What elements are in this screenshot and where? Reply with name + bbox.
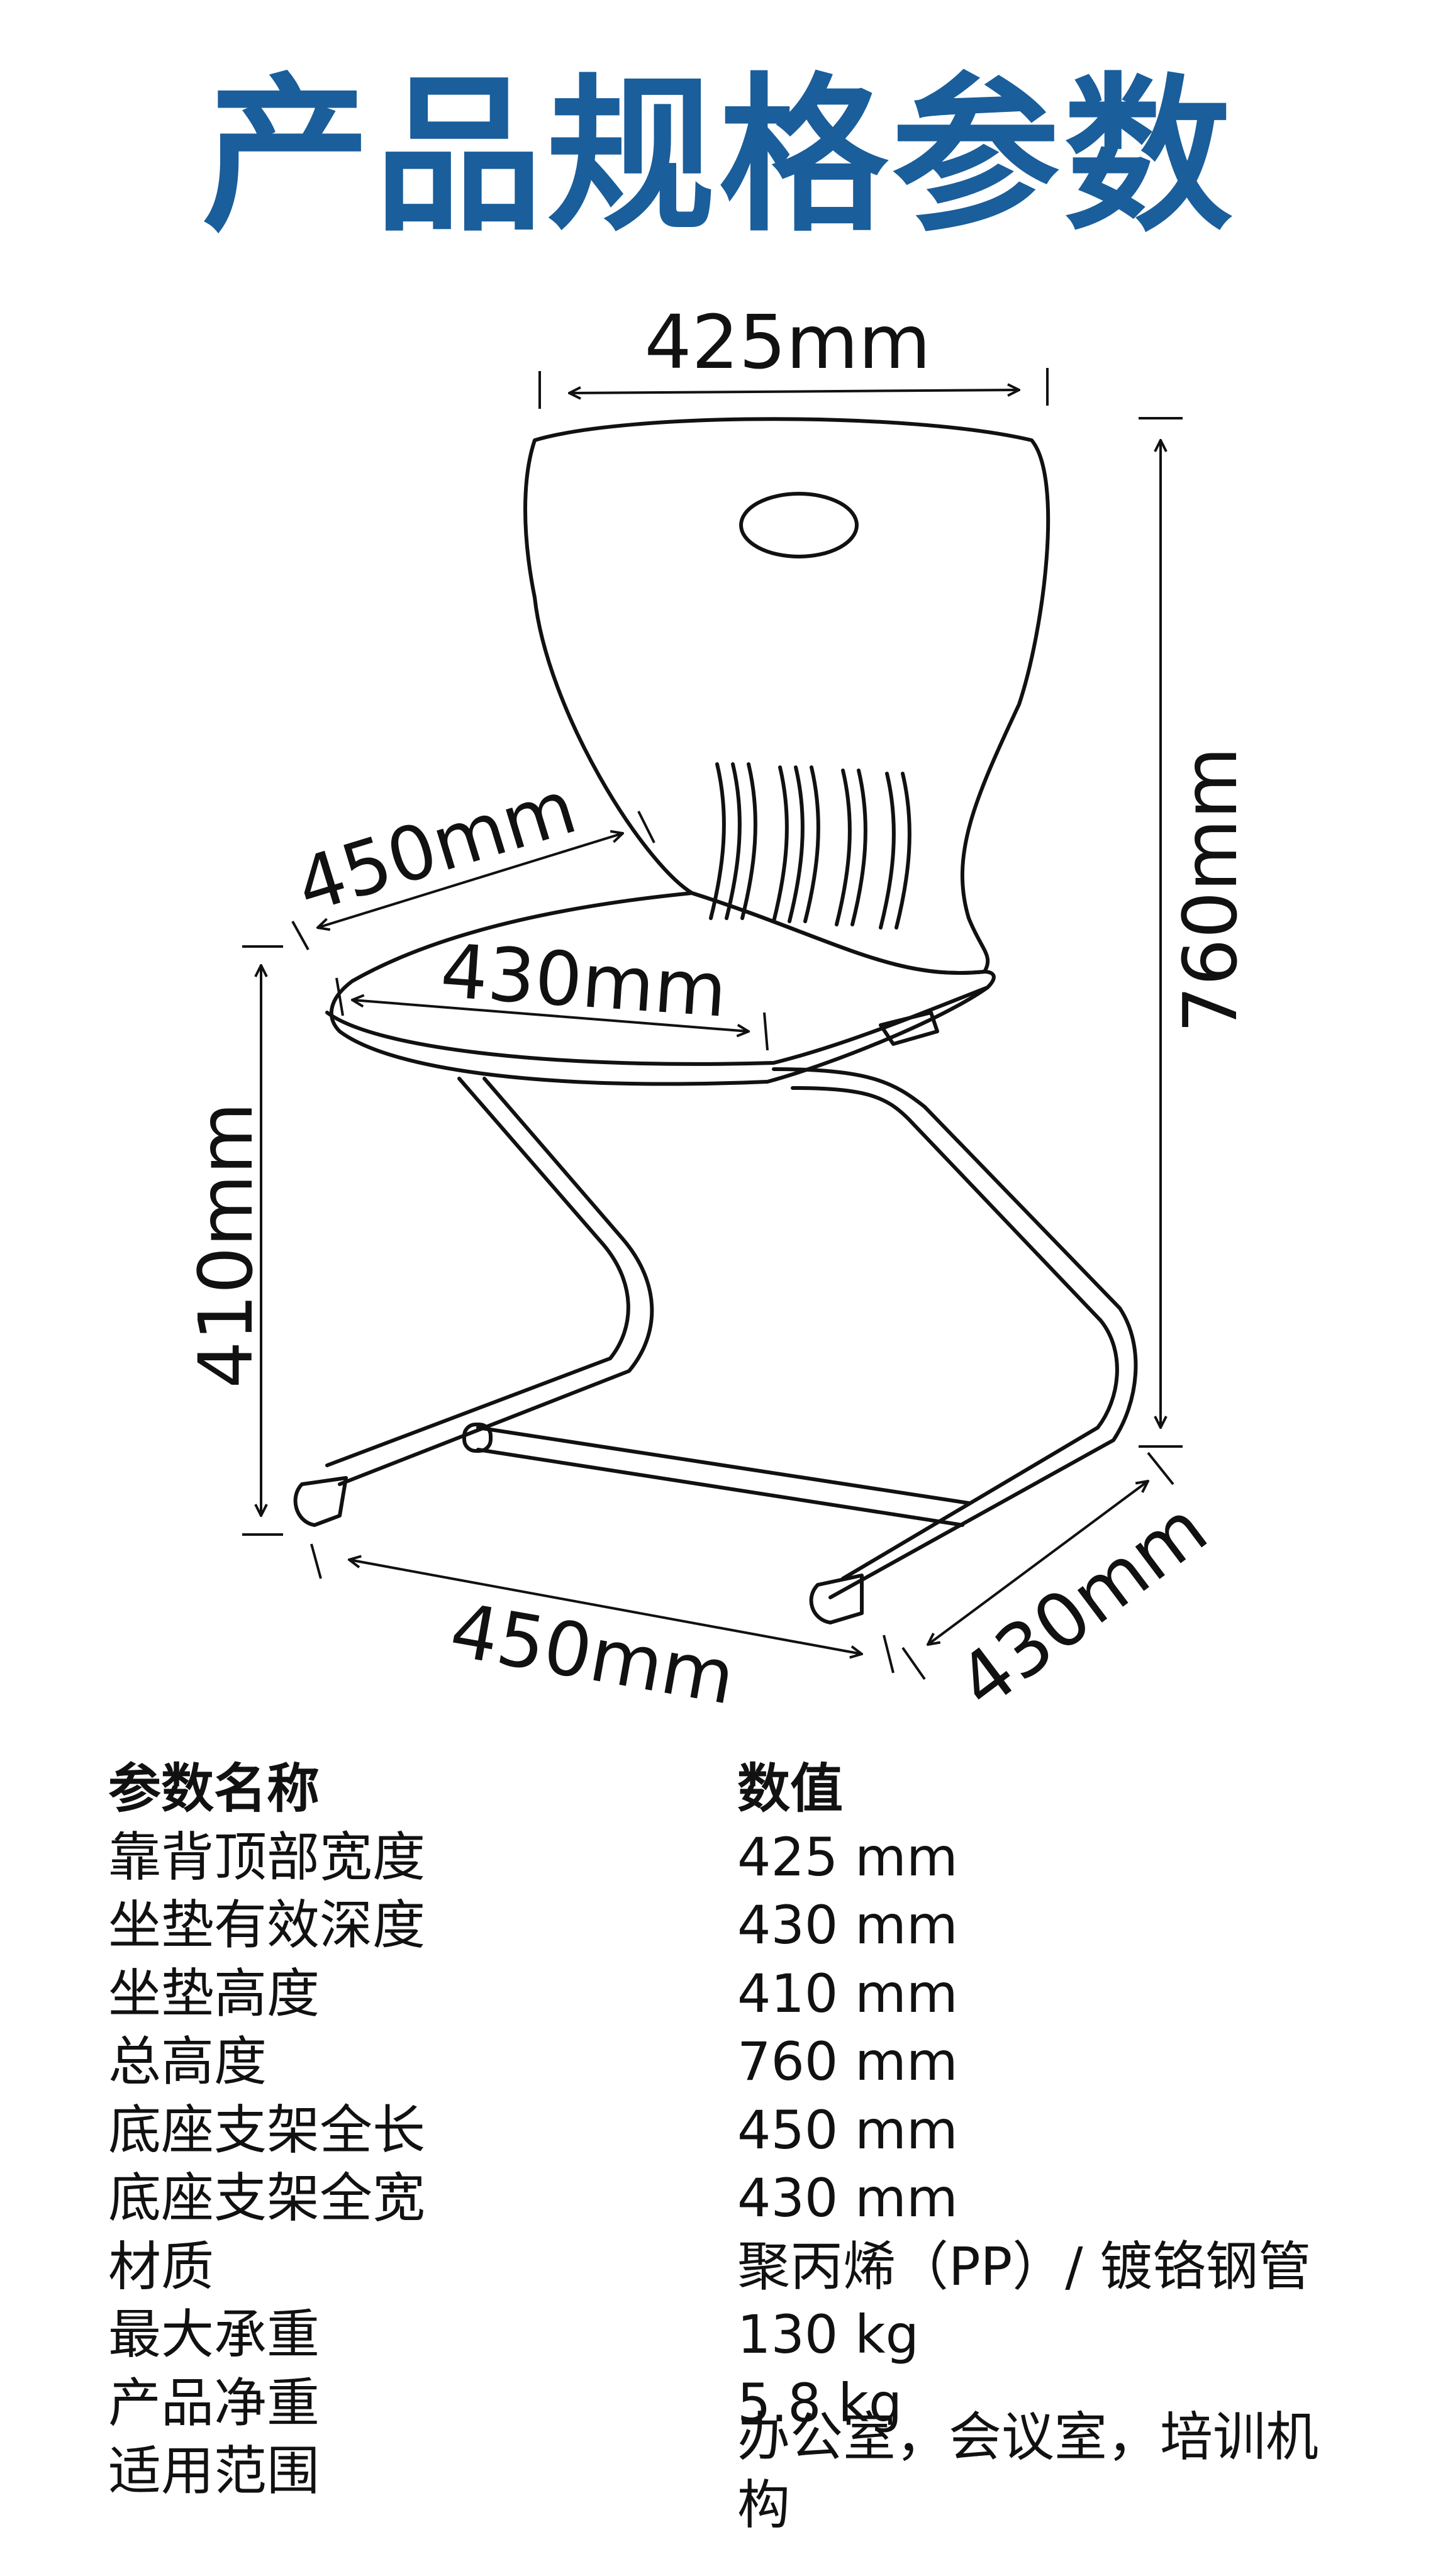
param-name: 最大承重 [108,2304,320,2366]
table-row: 底座支架全长 450 mm [108,2096,1366,2165]
table-row: 坐垫高度 410 mm [108,1960,1366,2028]
dim-seat-depth-side: 450mm [286,763,586,930]
table-row: 最大承重 130 kg [108,2301,1366,2369]
dim-total-height: 760mm [1167,747,1254,1033]
param-name: 底座支架全宽 [108,2167,426,2229]
dim-seat-height: 410mm [182,1102,269,1388]
dim-backrest-width: 425mm [644,299,930,386]
page-title: 产品规格参数 [202,58,1236,255]
dim-base-length: 450mm [444,1586,741,1721]
header-param-name: 参数名称 [108,1758,320,1820]
param-value: 聚丙烯（PP）/ 镀铬钢管 [737,2235,1312,2297]
table-row: 适用范围 办公室，会议室，培训机构 [108,2406,1366,2536]
chair-back-slots [709,762,911,930]
table-row: 产品净重 5.8 kg [108,2369,1366,2438]
param-value: 办公室，会议室，培训机构 [737,2406,1319,2536]
chair-foot-rear [293,1476,348,1527]
chair-handle-hole [739,492,859,558]
chair-backrest [523,417,1051,975]
table-row: 靠背顶部宽度 425 mm [108,1823,1366,1892]
dimension-lines [242,368,1183,1680]
chair-crossbar [476,1426,971,1527]
param-name: 产品净重 [108,2372,320,2434]
spec-table: 参数名称 数值 靠背顶部宽度 425 mm 坐垫有效深度 430 mm 坐垫高度… [108,1755,1366,2536]
param-value: 430 mm [737,2167,958,2229]
param-name: 坐垫高度 [108,1962,320,2024]
param-name: 底座支架全长 [108,2099,426,2161]
chair-frame-front [772,1067,1138,1599]
param-value: 430 mm [737,1894,958,1957]
param-value: 760 mm [737,2031,958,2093]
table-row: 坐垫有效深度 430 mm [108,1891,1366,1960]
param-name: 坐垫有效深度 [108,1894,426,1957]
chair-seat [330,891,996,1086]
param-name: 适用范围 [108,2440,320,2502]
dim-seat-depth: 430mm [438,927,730,1033]
header-param-value: 数值 [737,1758,844,1820]
table-row: 底座支架全宽 430 mm [108,2164,1366,2233]
param-value: 425 mm [737,1826,958,1888]
dim-base-width: 430mm [942,1484,1223,1726]
param-value: 5.8 kg [737,2372,903,2434]
chair-dimension-diagram: 425mm 760mm 410mm 450mm 430mm 450mm 430m… [182,299,1254,1726]
chair-drawing [293,417,1138,1624]
param-value: 450 mm [737,2099,958,2161]
table-row: 总高度 760 mm [108,2028,1366,2096]
param-value: 410 mm [737,1962,958,2024]
spec-table-header: 参数名称 数值 [108,1755,1366,1823]
table-row: 材质 聚丙烯（PP）/ 镀铬钢管 [108,2233,1366,2301]
param-value: 130 kg [737,2304,919,2366]
chair-frame-rear [325,1077,630,1467]
param-name: 靠背顶部宽度 [108,1826,426,1888]
param-name: 材质 [108,2235,215,2297]
param-name: 总高度 [108,2031,267,2093]
